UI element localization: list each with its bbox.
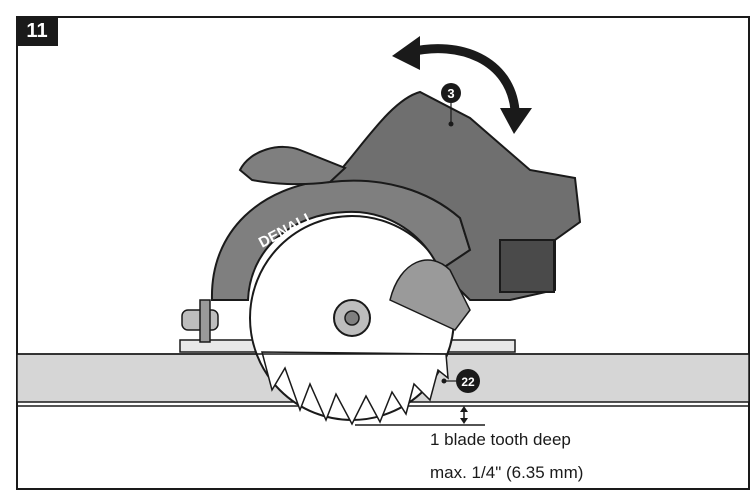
- callout-3: 3: [441, 83, 461, 127]
- lower-blade-guard: [389, 259, 471, 331]
- depth-arrow-icon: [355, 406, 485, 426]
- saw-blade: [249, 215, 455, 426]
- bevel-knob: [181, 299, 219, 343]
- max-depth-caption: max. 1/4" (6.35 mm): [430, 463, 584, 482]
- callout-22: 22: [441, 369, 480, 393]
- svg-text:22: 22: [461, 375, 475, 389]
- curved-double-arrow-icon: [392, 36, 532, 134]
- rear-handle: [238, 145, 347, 186]
- depth-caption: 1 blade tooth deep: [430, 430, 571, 449]
- battery-pack: [499, 239, 555, 293]
- svg-text:3: 3: [447, 86, 454, 101]
- step-number-badge: 11: [16, 16, 58, 46]
